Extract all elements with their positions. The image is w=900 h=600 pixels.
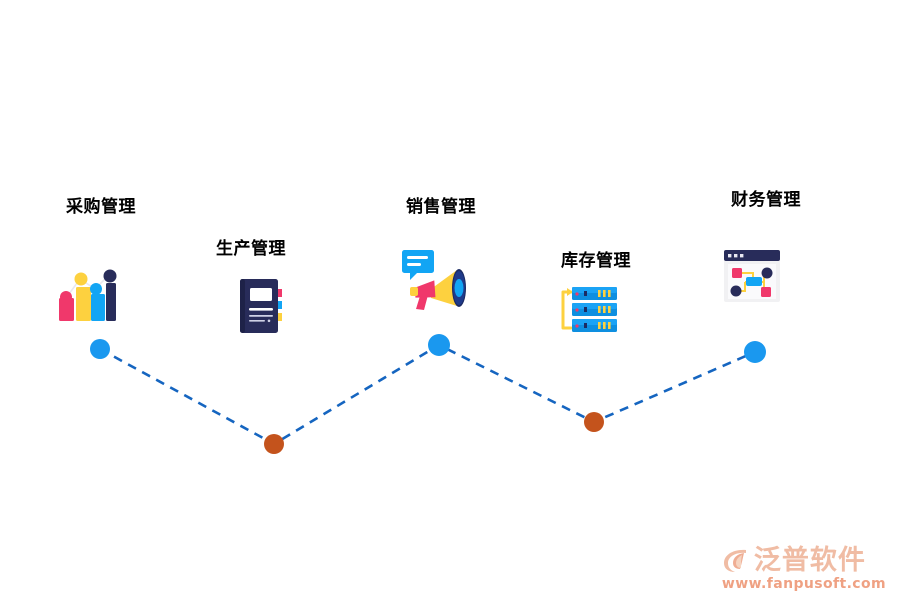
fanpu-logo-icon xyxy=(723,549,746,572)
megaphone-icon xyxy=(401,249,471,316)
flow-node-procurement[interactable] xyxy=(90,339,110,359)
flow-node-production[interactable] xyxy=(264,434,284,454)
connector-lines xyxy=(99,343,756,446)
dashed-connector-line xyxy=(99,343,756,446)
stage-label-production: 生产管理 xyxy=(216,239,286,258)
flow-node-sales[interactable] xyxy=(428,334,450,356)
stage-label-sales: 销售管理 xyxy=(406,197,476,216)
watermark-brand-row: 泛普软件 xyxy=(720,546,866,574)
connector-nodes xyxy=(90,334,766,454)
flow-node-finance[interactable] xyxy=(744,341,766,363)
stage-label-inventory: 库存管理 xyxy=(561,251,631,270)
browser-flowchart-icon xyxy=(723,249,781,308)
bar-chart-icon xyxy=(55,266,117,327)
watermark-url: www.fanpusoft.com xyxy=(721,576,886,592)
notebook-icon xyxy=(238,278,286,339)
stage-label-finance: 财务管理 xyxy=(731,190,801,209)
flow-node-inventory[interactable] xyxy=(584,412,604,432)
server-rack-icon xyxy=(558,286,618,339)
watermark-brand-text: 泛普软件 xyxy=(753,544,866,576)
watermark: 泛普软件 www.fanpusoft.com xyxy=(720,546,886,593)
stage-label-procurement: 采购管理 xyxy=(66,197,136,216)
